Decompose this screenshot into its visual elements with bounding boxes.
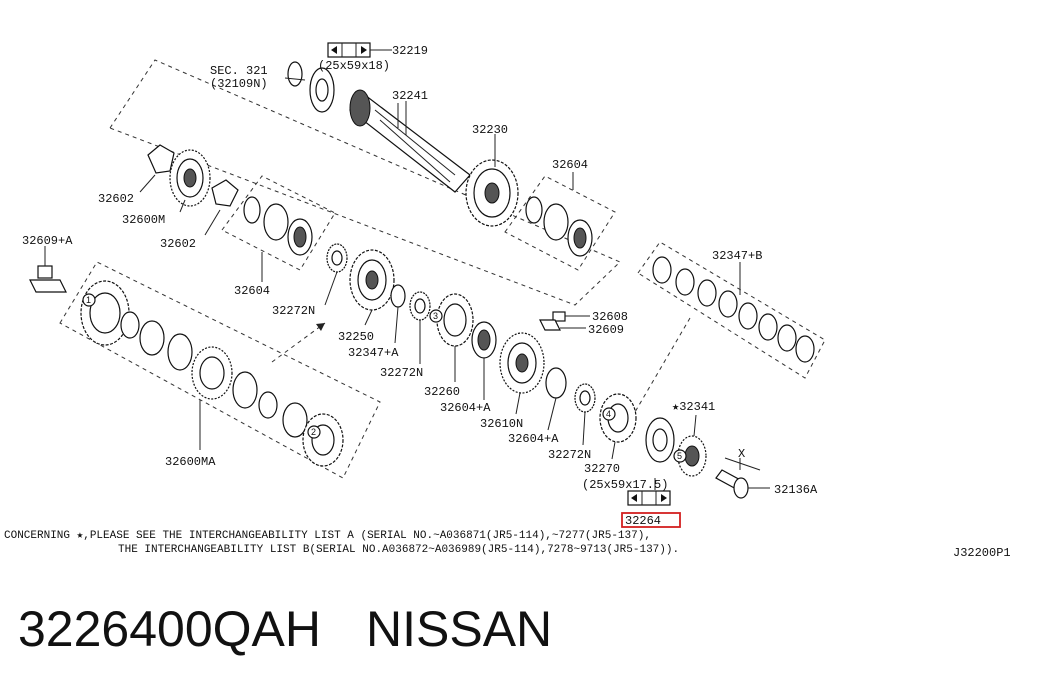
- part-number-caption: 3226400QAH: [18, 601, 322, 657]
- label-32600ma: 32600MA: [165, 455, 216, 469]
- svg-text:1: 1: [86, 295, 91, 305]
- shim-leader-line: [634, 317, 691, 413]
- label-32219: 32219: [392, 44, 428, 58]
- label-32604a-b: 32604+A: [508, 432, 559, 446]
- outline-main-gear-group: [59, 261, 381, 479]
- synchro-ring: [263, 203, 289, 241]
- snap-ring: [287, 61, 303, 87]
- label-32136a: 32136A: [774, 483, 818, 497]
- diagram-reference-code: J32200P1: [953, 546, 1011, 560]
- key-spring-32602: [211, 179, 239, 207]
- label-32260: 32260: [424, 385, 460, 399]
- gear-32250: [349, 249, 395, 311]
- synchro-ring-32604A: [545, 367, 567, 399]
- label-32609: 32609: [588, 323, 624, 337]
- outline-synchro-group-top: [504, 175, 616, 271]
- label-32272n-a: 32272N: [272, 304, 315, 318]
- synchro-ring-32604A: [471, 321, 497, 359]
- label-32604a-a: 32604+A: [440, 401, 491, 415]
- synchro-ring: [525, 196, 543, 224]
- svg-text:4: 4: [606, 409, 611, 419]
- brand-caption: NISSAN: [366, 601, 553, 657]
- highlight-box-32264: [621, 512, 681, 528]
- svg-text:5: 5: [677, 451, 682, 461]
- label-32270: 32270: [584, 462, 620, 476]
- svg-text:3: 3: [433, 311, 438, 321]
- label-32608: 32608: [592, 310, 628, 324]
- synchro-ring: [243, 196, 261, 224]
- label-32347b: 32347+B: [712, 249, 762, 263]
- label-25x59x18: (25x59x18): [318, 59, 390, 73]
- direction-icon: [331, 46, 337, 54]
- gear-32230: [465, 159, 519, 227]
- synchro-assembly-32600M: [169, 149, 211, 207]
- label-sec321: SEC. 321: [210, 64, 268, 78]
- needle-bearing-32272N: [326, 243, 348, 273]
- gear-32260: [436, 293, 474, 347]
- label-32241: 32241: [392, 89, 428, 103]
- outline-input-shaft-group: [109, 59, 621, 306]
- input-shaft-32241: [349, 89, 471, 193]
- bolt-32609: [539, 319, 561, 331]
- label-32264: 32264: [625, 514, 661, 528]
- bolt-32136A: [715, 469, 749, 499]
- label-32602-a: 32602: [98, 192, 134, 206]
- synchro-assembly-32610N: [499, 332, 545, 394]
- bolt-32609A: [29, 265, 67, 293]
- label-32109n: (32109N): [210, 77, 268, 91]
- label-32341: ★32341: [672, 400, 715, 414]
- label-32610n: 32610N: [480, 417, 523, 431]
- circle-number-5: 5: [673, 449, 687, 463]
- bearing-32264: [645, 417, 675, 463]
- label-32272n-c: 32272N: [548, 448, 591, 462]
- label-32347a: 32347+A: [348, 346, 399, 360]
- label-32250: 32250: [338, 330, 374, 344]
- circle-number-2: 2: [307, 425, 321, 439]
- label-32609a: 32609+A: [22, 234, 73, 248]
- direction-icon: [661, 494, 667, 502]
- synchro-ring: [543, 203, 569, 241]
- label-32604-top: 32604: [552, 158, 588, 172]
- direction-icon: [631, 494, 637, 502]
- needle-bearing-32272N: [409, 291, 431, 321]
- key-spring-32602: [147, 144, 175, 174]
- circle-number-1: 1: [82, 293, 96, 307]
- label-x: X: [738, 447, 745, 461]
- bearing-symbol-32264: [627, 490, 671, 506]
- thrust-washer-32347A: [390, 284, 406, 308]
- needle-bearing-32272N: [574, 383, 596, 413]
- shim-set-32347B: [652, 256, 815, 363]
- assembly-arrowhead: [316, 323, 325, 331]
- circle-number-4: 4: [602, 407, 616, 421]
- outline-shims-group: [637, 241, 826, 379]
- direction-icon: [361, 46, 367, 54]
- assembly-arrow-line: [271, 322, 326, 363]
- label-32272n-b: 32272N: [380, 366, 423, 380]
- interchangeability-note-line1: CONCERNING ★,PLEASE SEE THE INTERCHANGEA…: [4, 530, 651, 542]
- circle-number-3: 3: [429, 309, 443, 323]
- label-32600m: 32600M: [122, 213, 165, 227]
- gear-32341: [677, 435, 707, 477]
- label-32604-mid: 32604: [234, 284, 270, 298]
- label-25x59x17-5: (25x59x17.5): [582, 478, 668, 492]
- label-32230: 32230: [472, 123, 508, 137]
- interchangeability-note-line2: THE INTERCHANGEABILITY LIST B(SERIAL NO.…: [118, 544, 679, 556]
- svg-text:2: 2: [311, 427, 316, 437]
- label-32602-b: 32602: [160, 237, 196, 251]
